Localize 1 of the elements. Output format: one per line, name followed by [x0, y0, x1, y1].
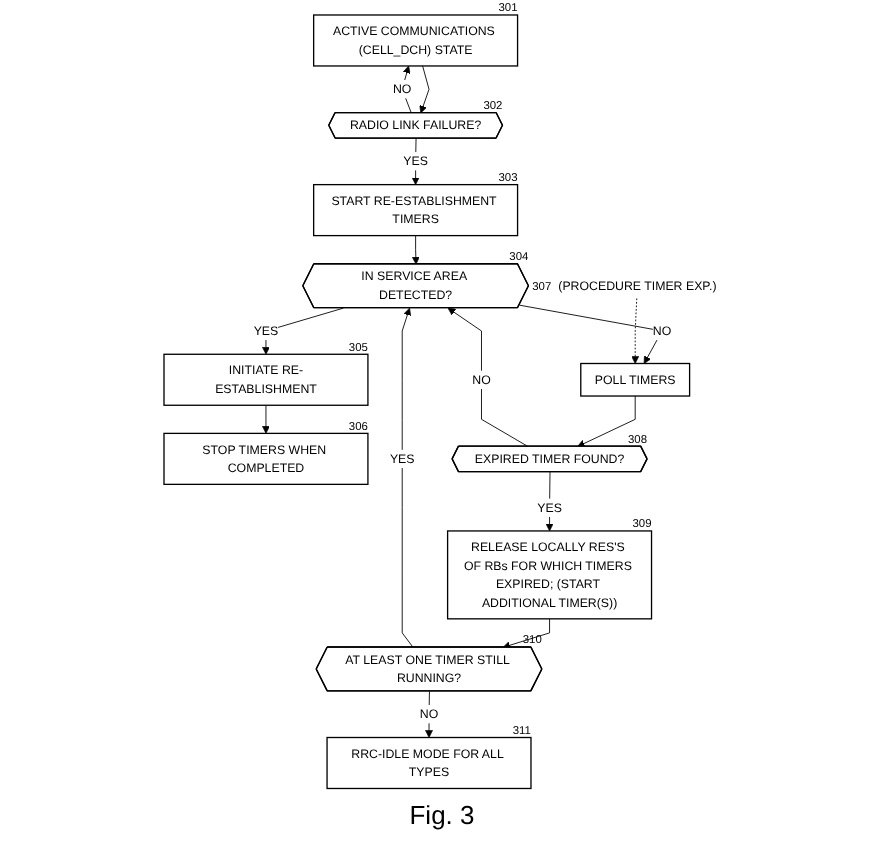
figure-caption: Fig. 3: [409, 800, 475, 830]
